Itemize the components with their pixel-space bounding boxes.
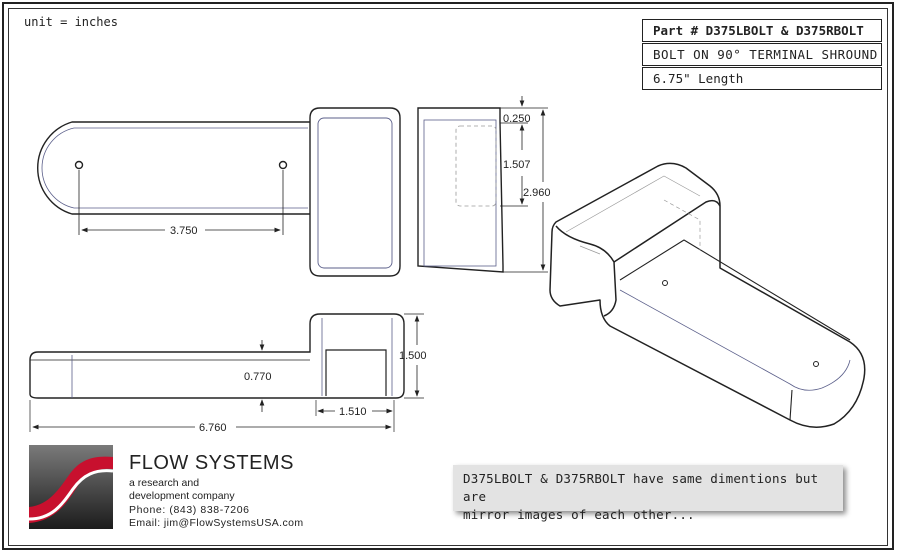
dim-front-height: 1.500 <box>399 350 427 362</box>
part-number-box: Part # D375LBOLT & D375RBOLT <box>642 19 882 42</box>
drawing-frame <box>2 2 894 550</box>
company-email: Email: jim@FlowSystemsUSA.com <box>129 517 304 529</box>
side-view <box>417 96 548 273</box>
top-view <box>37 107 401 277</box>
length-box: 6.75" Length <box>642 67 882 90</box>
flow-systems-logo <box>29 445 113 529</box>
dim-hole-spacing: 3.750 <box>170 225 198 237</box>
note-line-2: mirror images of each other... <box>463 507 695 522</box>
drawing-border <box>8 8 888 546</box>
dim-side-total: 2.960 <box>523 187 551 199</box>
dim-front-opening: 1.510 <box>339 406 367 418</box>
front-view <box>29 313 424 432</box>
company-phone: Phone: (843) 838-7206 <box>129 504 250 516</box>
mirror-note: D375LBOLT & D375RBOLT have same dimentio… <box>453 465 843 522</box>
note-line-1: D375LBOLT & D375RBOLT have same dimentio… <box>463 471 819 504</box>
isometric-view <box>549 162 866 428</box>
dim-side-mid: 1.507 <box>503 159 531 171</box>
company-name: FLOW SYSTEMS <box>129 452 294 474</box>
dim-side-top: 0.250 <box>503 113 531 125</box>
company-tagline-2: development company <box>129 490 235 502</box>
unit-label: unit = inches <box>24 15 118 29</box>
description-box: BOLT ON 90° TERMINAL SHROUND <box>642 43 882 66</box>
dim-front-total: 6.760 <box>199 422 227 434</box>
dim-front-slot: 0.770 <box>244 371 272 383</box>
company-tagline-1: a research and <box>129 477 200 489</box>
